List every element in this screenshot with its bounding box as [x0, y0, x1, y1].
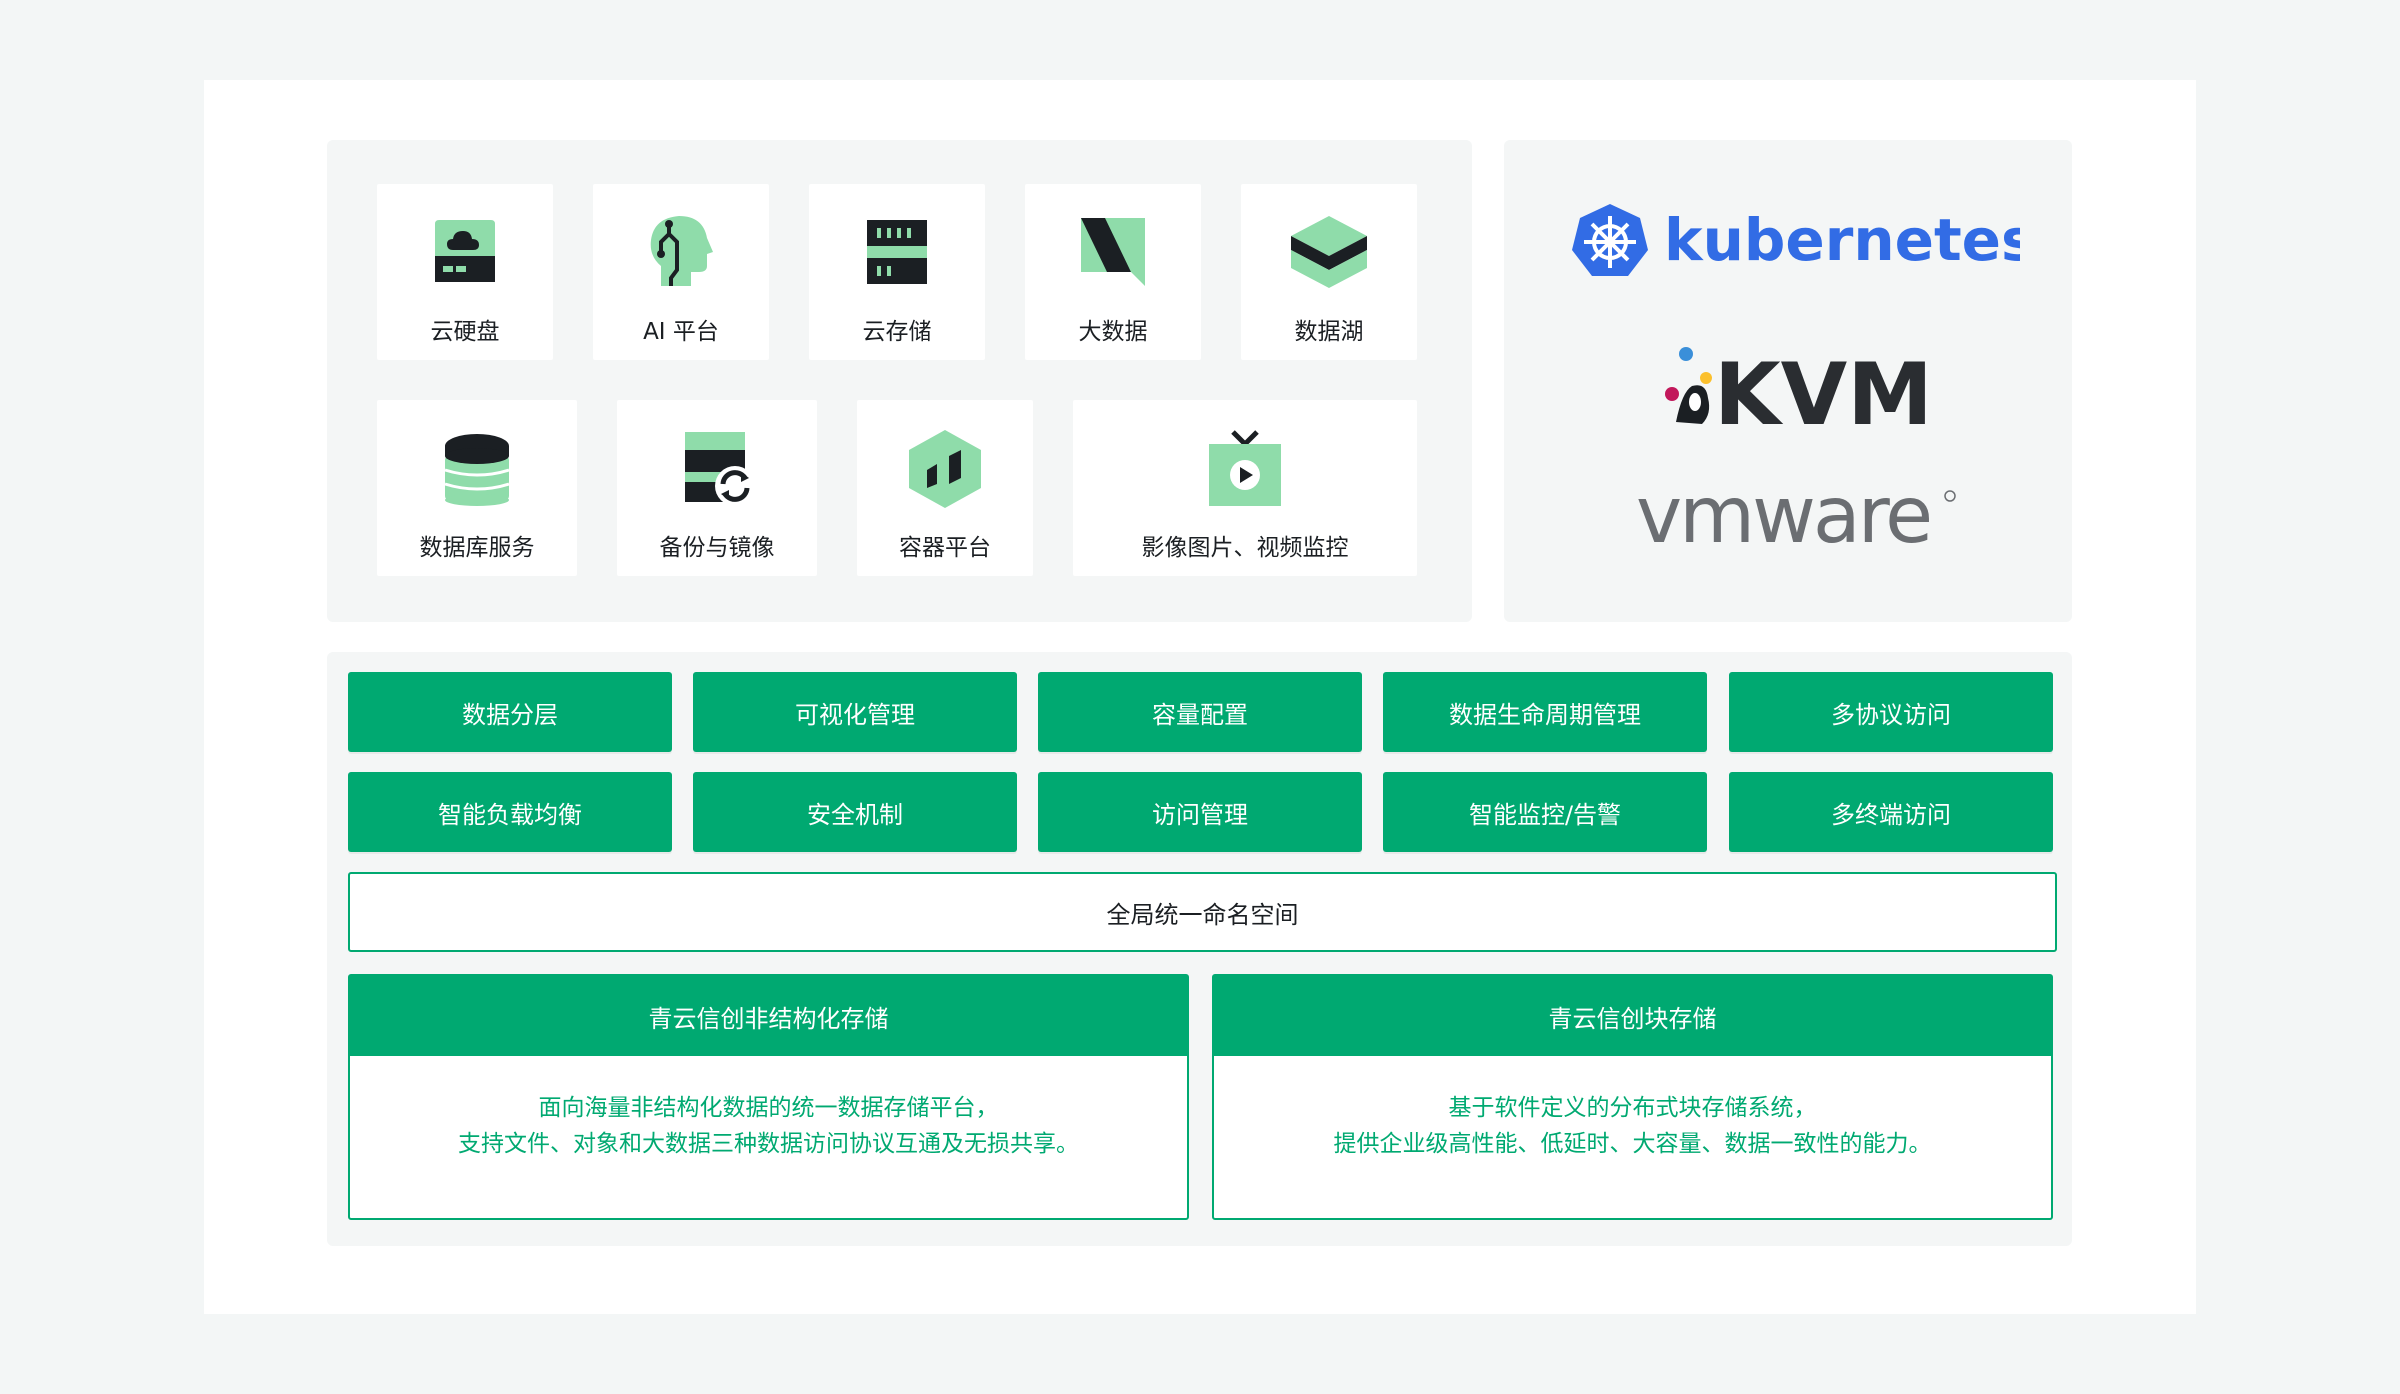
app-label: 云硬盘 — [430, 319, 500, 345]
app-tile-backup: 备份与镜像 — [617, 400, 817, 576]
data-lake-icon — [1287, 210, 1371, 294]
feature-data-tiering: 数据分层 — [348, 672, 672, 752]
diagram-canvas: 云硬盘 AI 平台 — [204, 80, 2196, 1314]
app-tile-video-monitor: 影像图片、视频监控 — [1073, 400, 1417, 576]
app-label: 大数据 — [1078, 319, 1148, 345]
feature-security: 安全机制 — [693, 772, 1017, 852]
unstructured-storage-card: 青云信创非结构化存储 面向海量非结构化数据的统一数据存储平台， 支持文件、对象和… — [348, 974, 1189, 1220]
feature-capacity-config: 容量配置 — [1038, 672, 1362, 752]
applications-panel: 云硬盘 AI 平台 — [327, 140, 1472, 622]
cloud-storage-icon — [855, 210, 939, 294]
app-label: AI 平台 — [643, 319, 719, 345]
feature-load-balancing: 智能负载均衡 — [348, 772, 672, 852]
app-label: 云存储 — [862, 319, 932, 345]
storage-card-title: 青云信创非结构化存储 — [350, 976, 1187, 1056]
description-line: 支持文件、对象和大数据三种数据访问协议互通及无损共享。 — [458, 1131, 1079, 1157]
vmware-logo: vmware — [1636, 476, 1966, 566]
description-line: 提供企业级高性能、低延时、大容量、数据一致性的能力。 — [1333, 1131, 1932, 1157]
storage-architecture-panel: 数据分层 可视化管理 容量配置 数据生命周期管理 多协议访问 智能负载均衡 安全… — [327, 652, 2072, 1246]
cloud-disk-icon — [423, 210, 507, 294]
app-tile-ai-platform: AI 平台 — [593, 184, 769, 360]
backup-icon — [675, 426, 759, 510]
app-label: 数据湖 — [1294, 319, 1364, 345]
storage-card-description: 基于软件定义的分布式块存储系统， 提供企业级高性能、低延时、大容量、数据一致性的… — [1214, 1090, 2051, 1162]
platforms-panel: kubernetes KVM vmware — [1504, 140, 2072, 622]
description-line: 基于软件定义的分布式块存储系统， — [1448, 1095, 1817, 1121]
feature-multi-protocol: 多协议访问 — [1729, 672, 2053, 752]
block-storage-card: 青云信创块存储 基于软件定义的分布式块存储系统， 提供企业级高性能、低延时、大容… — [1212, 974, 2053, 1220]
kubernetes-logo: kubernetes — [1570, 200, 2020, 284]
app-tile-database: 数据库服务 — [377, 400, 577, 576]
kvm-wordmark: KVM — [1714, 345, 1933, 434]
app-label: 数据库服务 — [419, 535, 535, 561]
app-tile-cloud-storage: 云存储 — [809, 184, 985, 360]
storage-card-description: 面向海量非结构化数据的统一数据存储平台， 支持文件、对象和大数据三种数据访问协议… — [350, 1090, 1187, 1162]
feature-visual-management: 可视化管理 — [693, 672, 1017, 752]
app-label: 影像图片、视频监控 — [1141, 535, 1349, 561]
video-monitor-icon — [1203, 426, 1287, 510]
feature-access-management: 访问管理 — [1038, 772, 1362, 852]
kubernetes-wordmark: kubernetes — [1664, 206, 2020, 274]
feature-lifecycle-management: 数据生命周期管理 — [1383, 672, 1707, 752]
app-label: 备份与镜像 — [659, 535, 775, 561]
ai-head-icon — [639, 210, 723, 294]
feature-monitoring-alerts: 智能监控/告警 — [1383, 772, 1707, 852]
database-icon — [435, 426, 519, 510]
container-icon — [903, 426, 987, 510]
app-tile-big-data: 大数据 — [1025, 184, 1201, 360]
app-tile-data-lake: 数据湖 — [1241, 184, 1417, 360]
app-tile-container: 容器平台 — [857, 400, 1033, 576]
feature-multi-terminal: 多终端访问 — [1729, 772, 2053, 852]
vmware-wordmark: vmware — [1636, 476, 1930, 561]
app-tile-cloud-disk: 云硬盘 — [377, 184, 553, 360]
description-line: 面向海量非结构化数据的统一数据存储平台， — [538, 1095, 999, 1121]
kvm-logo: KVM — [1662, 338, 1942, 434]
storage-card-title: 青云信创块存储 — [1214, 976, 2051, 1056]
app-label: 容器平台 — [899, 535, 991, 561]
big-data-icon — [1071, 210, 1155, 294]
global-namespace-bar: 全局统一命名空间 — [348, 872, 2057, 952]
